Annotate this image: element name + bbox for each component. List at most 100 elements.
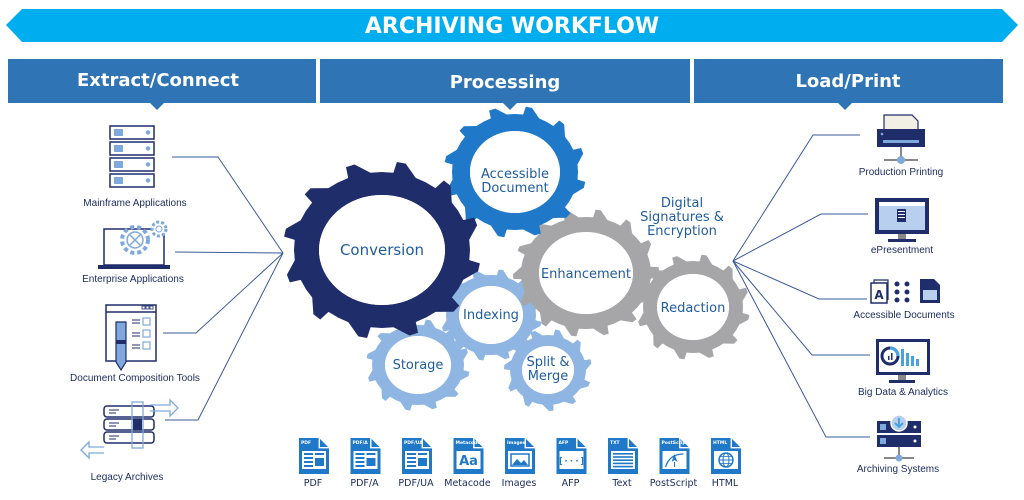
gear-label: Redaction (661, 301, 726, 316)
archive-arrows-icon (80, 398, 179, 460)
header-pointer (150, 103, 164, 110)
file-tag: AFP (559, 440, 570, 446)
gear-center (385, 336, 451, 394)
source-enterprise-applications: Enterprise Applications (82, 220, 184, 285)
gear-enhancement: Enhancement (513, 209, 659, 337)
gear-center (539, 232, 633, 314)
format-label: AFP (562, 478, 580, 489)
source-label: Document Composition Tools (70, 373, 200, 384)
laptop-gears-icon (98, 220, 170, 269)
gear-redaction: Redaction (636, 254, 750, 360)
format-pdf-ua: PDF/UA PDF/UA (398, 438, 434, 489)
gear-shape (444, 106, 586, 238)
output-formats: PDFPDFPDF/APDF/APDF/UAPDF/UAMetacodeAaMe… (299, 438, 741, 489)
label-line: Signatures & (640, 210, 724, 225)
file-tag: Metacode (456, 440, 481, 446)
file-tag: TXT (610, 440, 621, 446)
column-header-processing: Processing (320, 59, 690, 110)
gear-shape (636, 254, 750, 360)
file-tag: PostScript (662, 440, 689, 446)
connector-line (732, 260, 867, 300)
banner-arrow-shape (6, 9, 1018, 42)
file-layout-icon: PDF/UA (402, 438, 432, 474)
header-pointer (838, 103, 852, 110)
gear-center (459, 286, 523, 344)
gear-shape (504, 329, 592, 411)
connector-line (732, 134, 860, 262)
source-label: Enterprise Applications (82, 274, 184, 285)
header-pointer (503, 103, 517, 110)
column-header-load: Load/Print (694, 59, 1003, 110)
header-box (694, 59, 1003, 103)
printer-icon (877, 114, 925, 164)
gear-center (319, 195, 445, 305)
source-label: Mainframe Applications (83, 198, 186, 209)
connector-line (732, 260, 870, 356)
accessible-docs-icon: A (870, 279, 940, 304)
output-accessible-documents: A Accessible Documents (853, 279, 955, 321)
banner-title: ARCHIVING WORKFLOW (365, 14, 659, 39)
gear-label: Enhancement (541, 267, 631, 282)
format-label: HTML (712, 478, 739, 489)
file-globe-icon: HTML (711, 438, 741, 474)
header-label: Load/Print (795, 71, 900, 92)
gear-indexing: Indexing (440, 269, 542, 361)
document-pen-icon (105, 304, 157, 372)
gear-center (657, 274, 729, 340)
header-label: Extract/Connect (77, 70, 239, 91)
format-label: PDF/UA (398, 478, 434, 489)
gear-shape (440, 269, 542, 361)
format-afp: AFP [···] AFP (556, 438, 587, 489)
file-tag: PDF/UA (404, 440, 423, 446)
file-lines-icon: TXT (608, 438, 638, 474)
connector-line (165, 252, 284, 421)
header-label: Processing (450, 72, 561, 93)
label-line: Digital (661, 196, 703, 211)
gear-label: Storage (393, 358, 444, 373)
header-box (320, 59, 690, 103)
svg-text:[···]: [···] (558, 457, 585, 467)
analytics-monitor-icon (876, 339, 930, 383)
gear-label: Document (481, 181, 548, 196)
file-layout-icon: PDF/A (350, 438, 381, 474)
format-label: Text (611, 478, 631, 489)
format-label: Images (502, 478, 537, 489)
file-tag: PDF (301, 440, 311, 446)
format-label: Metacode (444, 478, 491, 489)
format-pdf-a: PDF/A PDF/A (350, 438, 381, 489)
gear-label: Merge (528, 369, 569, 384)
file-layout-icon: PDF (299, 438, 329, 474)
source-mainframe-applications: Mainframe Applications (83, 125, 187, 209)
format-text: TXT Text (608, 438, 638, 489)
file-tag: HTML (713, 440, 727, 446)
archive-server-icon (877, 414, 921, 462)
gear-conversion: Conversion (284, 162, 480, 338)
source-document-composition-tools: Document Composition Tools (70, 304, 200, 384)
title-banner: ARCHIVING WORKFLOW (6, 9, 1018, 42)
gear-label: Indexing (463, 308, 519, 323)
output-label: Production Printing (859, 167, 944, 178)
source-connectors (163, 156, 284, 421)
format-label: PostScript (650, 478, 698, 489)
gear-split-merge: Split &Merge (504, 329, 592, 411)
header-box (8, 59, 316, 103)
output-label: Big Data & Analytics (858, 387, 948, 398)
letter-a-glyph: A (874, 288, 884, 302)
output-label: Archiving Systems (857, 464, 939, 475)
format-label: PDF (304, 478, 323, 489)
gear-label: Accessible (481, 167, 549, 182)
file-tag: PDF/A (353, 440, 369, 446)
format-html: HTML HTML (711, 438, 741, 489)
output-label: ePresentment (871, 245, 933, 256)
connector-line (163, 252, 284, 334)
output-label: Accessible Documents (853, 310, 954, 321)
format-label: PDF/A (350, 478, 379, 489)
output-big-data-analytics: Big Data & Analytics (858, 339, 948, 398)
gear-label: Conversion (340, 241, 424, 259)
source-label: Legacy Archives (91, 472, 164, 483)
